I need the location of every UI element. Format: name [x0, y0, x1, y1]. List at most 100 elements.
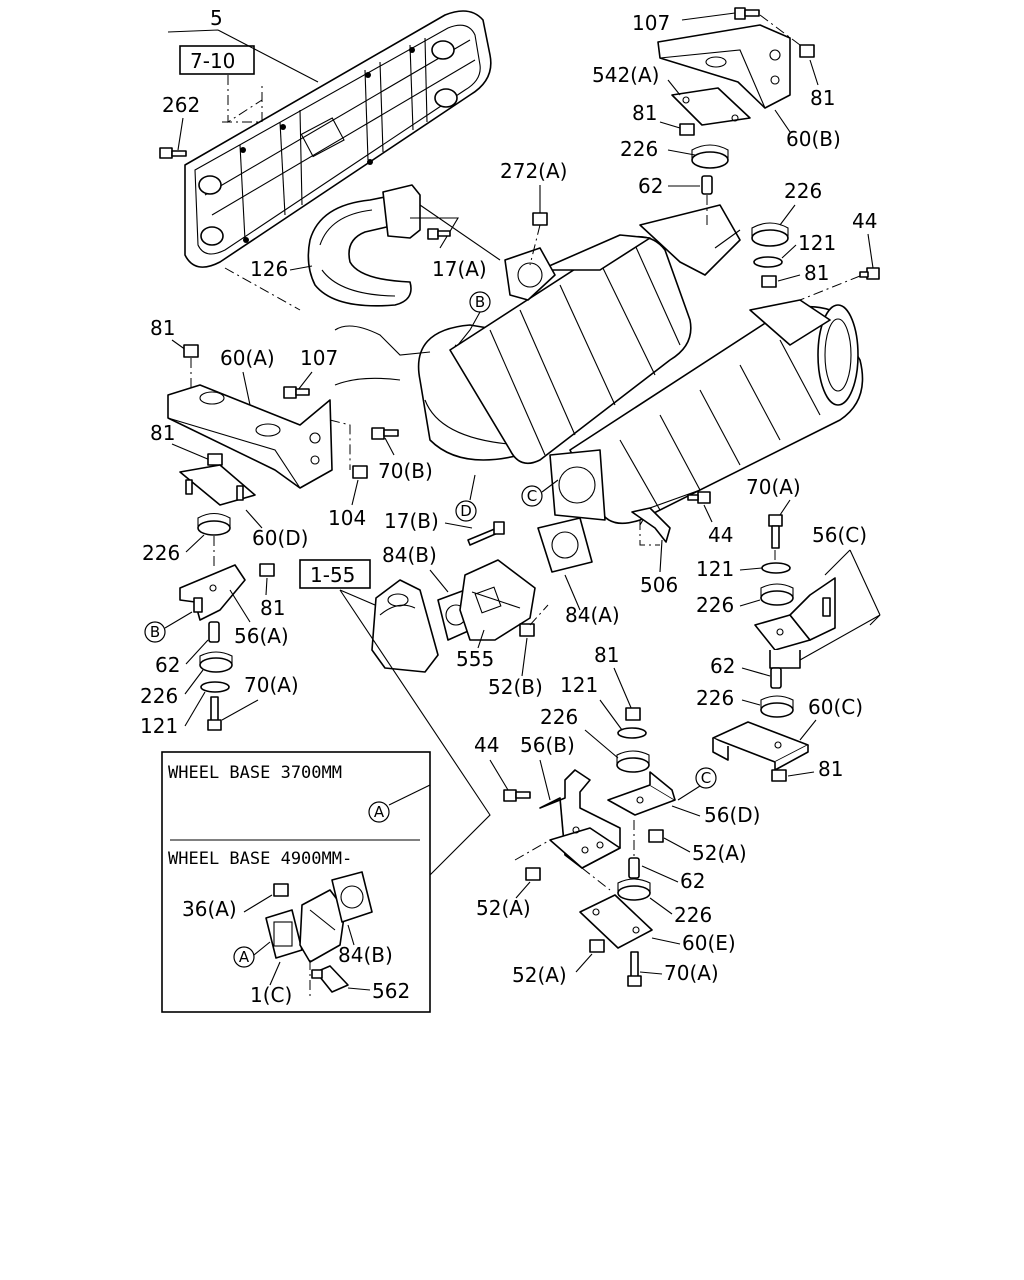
label-70a-l: 70(A)	[244, 673, 299, 697]
bolt-107-l	[283, 386, 310, 399]
label-81-l2: 81	[150, 421, 175, 445]
label-7-10: 7-10	[190, 49, 235, 73]
label-44-c: 44	[708, 523, 733, 547]
bolt-107-top	[734, 7, 760, 20]
label-70a-b: 70(A)	[664, 961, 719, 985]
mount-226-l2	[199, 651, 233, 673]
label-17b: 17(B)	[384, 509, 439, 533]
inset-line-1: WHEEL BASE 3700MM	[168, 763, 342, 783]
heat-shield	[184, 10, 492, 268]
mount-226-l1	[197, 512, 231, 536]
gasket-84a	[537, 517, 593, 573]
mount-226-b	[616, 750, 650, 773]
label-52b: 52(B)	[488, 675, 543, 699]
inset-line-2: WHEEL BASE 4900MM-	[168, 849, 352, 869]
bolt-70a-r	[768, 514, 783, 549]
label-226-l1: 226	[142, 541, 180, 565]
label-56b: 56(B)	[520, 733, 575, 757]
label-121-tr: 121	[798, 231, 836, 255]
clamp-506	[631, 507, 671, 543]
label-1c: 1(C)	[250, 983, 292, 1007]
label-562: 562	[372, 979, 410, 1003]
mount-226-r1	[760, 583, 794, 606]
nut-81-tr3	[761, 275, 777, 288]
bolt-44-tr	[859, 267, 880, 280]
callout-a-2: A	[239, 948, 250, 966]
bracket-60a	[167, 384, 333, 489]
pin-62-l	[208, 621, 220, 643]
bracket-60b	[657, 24, 791, 109]
plate-60e	[579, 894, 653, 949]
bolt-70b	[371, 427, 399, 440]
label-542a: 542(A)	[592, 63, 659, 87]
mount-226-tr2	[751, 222, 789, 247]
bolt-262	[159, 147, 187, 159]
label-506: 506	[640, 573, 678, 597]
label-62-l: 62	[155, 653, 180, 677]
bolt-44-b	[503, 789, 531, 802]
label-62-b: 62	[680, 869, 705, 893]
label-84a: 84(A)	[565, 603, 620, 627]
washer-121-tr	[753, 256, 783, 268]
label-44-b: 44	[474, 733, 499, 757]
label-60e: 60(E)	[682, 931, 736, 955]
bolt-70a-l	[207, 696, 222, 731]
label-81-tr3: 81	[804, 261, 829, 285]
nut-81-tr1	[799, 44, 815, 58]
label-107-l: 107	[300, 346, 338, 370]
inset-nut-36a	[273, 883, 289, 897]
label-84b-box: 84(B)	[338, 943, 393, 967]
washer-121-r	[761, 562, 791, 574]
label-56a: 56(A)	[234, 624, 289, 648]
inset-pipe	[299, 889, 346, 963]
label-60c: 60(C)	[808, 695, 863, 719]
nut-81-l1	[183, 344, 199, 358]
pin-62-r	[770, 667, 782, 689]
nut-81-b	[625, 707, 641, 721]
label-5: 5	[210, 6, 223, 30]
bolt-44-c	[687, 491, 711, 504]
label-52a-b2: 52(A)	[476, 896, 531, 920]
label-104: 104	[328, 506, 366, 530]
label-56d: 56(D)	[704, 803, 760, 827]
callout-b-1: B	[475, 293, 485, 311]
nut-81-tr2	[679, 123, 695, 136]
nut-52b	[519, 623, 535, 637]
label-17a-top: 17(A)	[432, 257, 487, 281]
label-226-l2: 226	[140, 684, 178, 708]
label-272a: 272(A)	[500, 159, 567, 183]
callout-c-1: C	[527, 487, 537, 505]
bracket-56d	[607, 771, 676, 816]
label-107-top: 107	[632, 11, 670, 35]
label-121-l: 121	[140, 714, 178, 738]
flex-pipe-126	[307, 184, 421, 307]
ref-box-1-55	[299, 559, 371, 589]
label-62-tr: 62	[638, 174, 663, 198]
label-70a-r: 70(A)	[746, 475, 801, 499]
label-226-b2: 226	[674, 903, 712, 927]
label-226-tr2: 226	[784, 179, 822, 203]
callout-b-2: B	[150, 623, 160, 641]
plate-60d	[179, 464, 256, 506]
bolt-17a	[427, 228, 451, 240]
bracket-56c	[754, 577, 836, 669]
label-56c: 56(C)	[812, 523, 867, 547]
inset-flange-1c	[265, 909, 303, 959]
bolt-70a-b	[627, 951, 642, 987]
label-44-tr: 44	[852, 209, 877, 233]
label-1-55: 1-55	[310, 563, 355, 587]
label-70b: 70(B)	[378, 459, 433, 483]
bracket-60c	[712, 721, 809, 771]
catalyst-assembly	[334, 204, 864, 526]
label-262: 262	[162, 93, 200, 117]
nut-104	[352, 465, 368, 479]
label-81-b: 81	[594, 643, 619, 667]
nut-81-l2	[207, 453, 223, 466]
bracket-56b	[539, 769, 621, 869]
label-60d: 60(D)	[252, 526, 308, 550]
label-52a-b1: 52(A)	[692, 841, 747, 865]
plate-542a	[671, 87, 751, 126]
turbo-outlet	[371, 579, 439, 673]
inset-gasket-84b	[331, 871, 373, 923]
wheel-base-inset	[161, 751, 431, 1013]
